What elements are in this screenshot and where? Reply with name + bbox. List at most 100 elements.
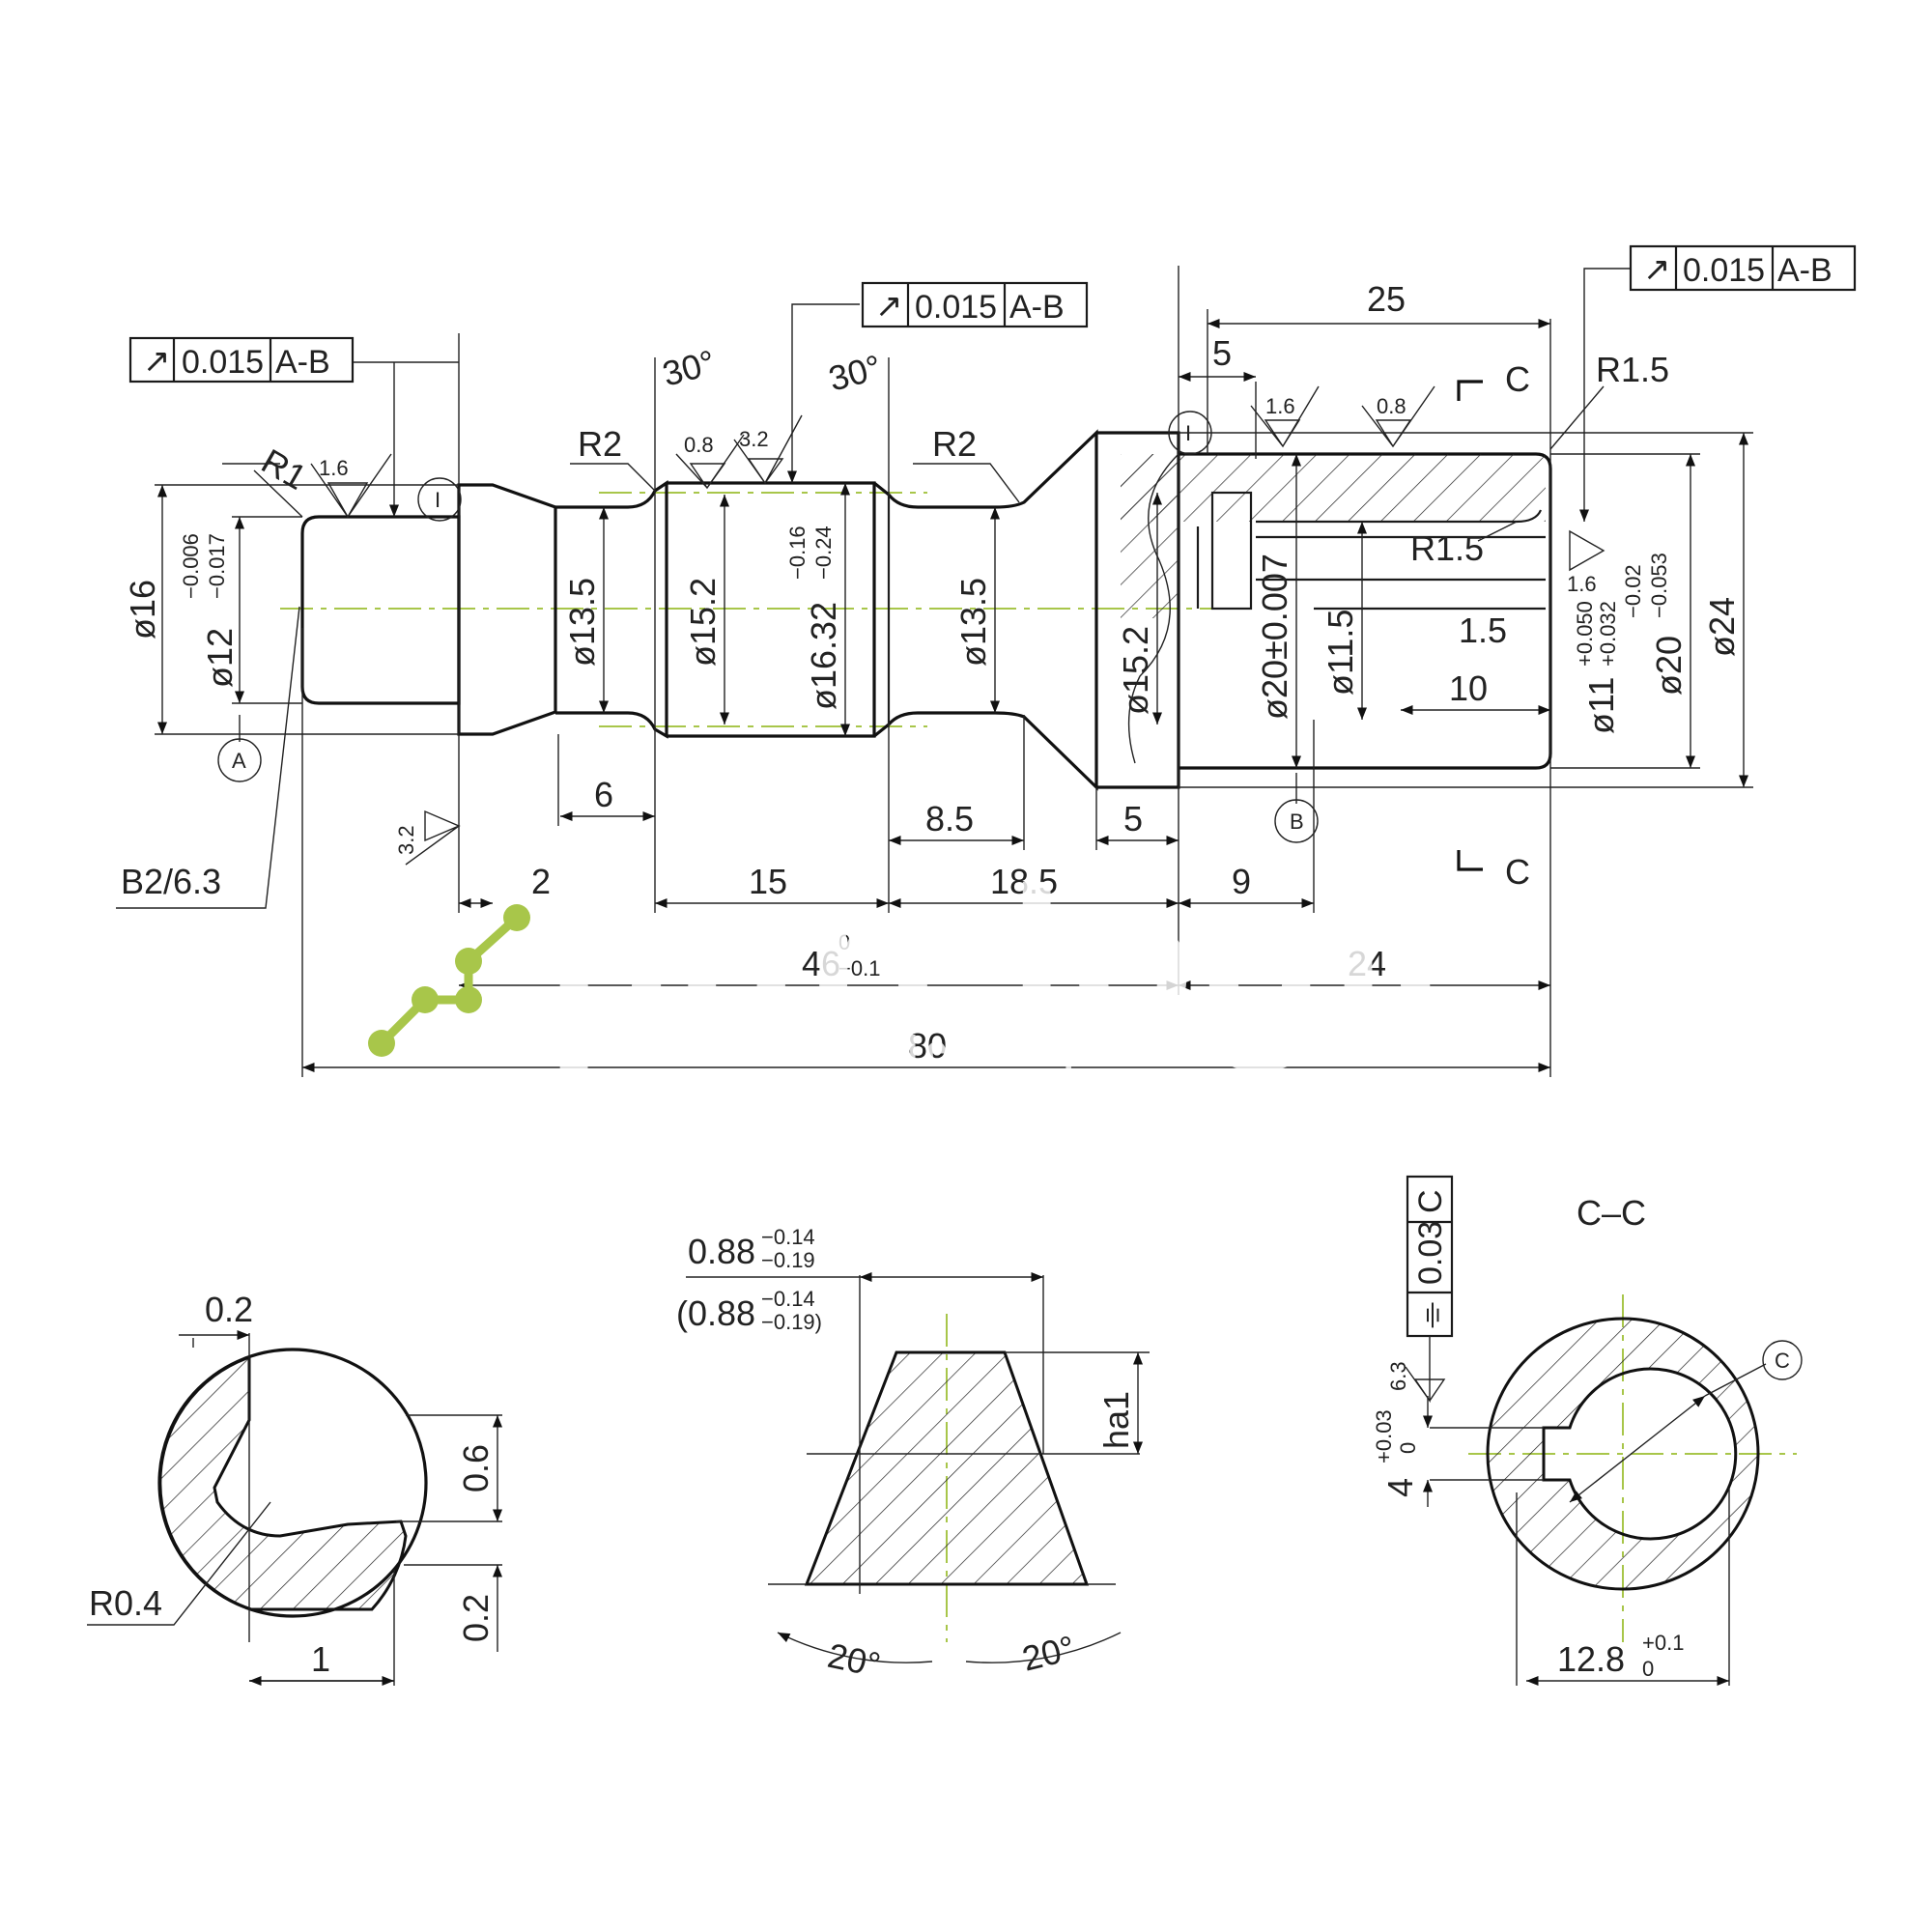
label-l6: 6	[594, 775, 613, 814]
label-d15-2-mid: ø15.2	[683, 578, 723, 667]
section-cc-fcf-datum: C	[1412, 1189, 1449, 1213]
label-l10: 10	[1449, 668, 1488, 708]
detail-mid-width-upper: −0.14	[761, 1225, 815, 1249]
label-detail-i-right: I	[1185, 421, 1191, 445]
datum-a-circle	[217, 738, 262, 782]
label-d12-lower: −0.017	[205, 533, 229, 599]
fcf-mid-symbol: ↗	[875, 288, 903, 325]
label-d15-2-right: ø15.2	[1116, 626, 1155, 715]
hatch-top	[1121, 454, 1546, 522]
label-rough-3-2-face: 3.2	[394, 825, 418, 855]
detail-left-0-6: 0.6	[456, 1444, 496, 1492]
fcf-mid-value: 0.015	[915, 289, 997, 326]
section-c-top-mark	[1457, 380, 1483, 401]
label-l5-bottom: 5	[1123, 799, 1143, 838]
label-r2-right: R2	[932, 424, 977, 464]
purelogic-watermark: purelogic research & development	[368, 845, 1511, 1072]
detail-mid-width-ref-lower: −0.19)	[761, 1310, 822, 1334]
label-r2-left: R2	[578, 424, 622, 464]
section-cc-depth-upper: +0.1	[1642, 1631, 1684, 1655]
section-cc-ext	[1430, 1427, 1730, 1686]
label-l18-5: 18.5	[990, 862, 1058, 901]
label-d16-32: ø16.32	[804, 602, 843, 710]
section-cc-rough: 6.3	[1386, 1361, 1410, 1391]
bore-d11-top	[1256, 509, 1543, 524]
label-chamfer: B2/6.3	[121, 862, 221, 901]
label-d20: ø20	[1649, 636, 1689, 696]
hatch-break	[1121, 454, 1179, 618]
fcf-right-symbol: ↗	[1643, 251, 1671, 288]
label-d20-upper: −0.02	[1621, 564, 1645, 618]
rough-1-6-inner-symbol	[1569, 529, 1605, 572]
label-d11-upper: +0.050	[1573, 601, 1597, 667]
detail-i-left-circle	[417, 477, 462, 522]
label-d13-5-left: ø13.5	[562, 578, 602, 667]
detail-mid-width-lower: −0.19	[761, 1248, 815, 1272]
label-datum-b: B	[1290, 810, 1304, 834]
label-detail-i-left: I	[435, 488, 440, 512]
label-d11: ø11	[1581, 677, 1621, 734]
section-cc-fcf-symbol: ⌯	[1412, 1302, 1449, 1328]
fcf-right: ↗ 0.015 A-B	[1629, 244, 1857, 292]
label-d11-lower: +0.032	[1596, 601, 1620, 667]
section-cc-key-width: 4	[1380, 1478, 1420, 1497]
label-l46-upper: 0	[838, 930, 850, 954]
label-r1-5-inner: R1.5	[1410, 528, 1484, 568]
rough-0-8-right-symbol	[1361, 385, 1435, 448]
r2-right-leader	[913, 463, 1020, 503]
rough-3-2-symbol	[733, 414, 803, 485]
main-dimensions	[116, 266, 1753, 1077]
label-d13-5-right: ø13.5	[953, 578, 993, 667]
band-edge	[873, 481, 890, 497]
groove-right	[887, 429, 1098, 791]
label-rough-0-8-right: 0.8	[1377, 394, 1406, 418]
label-r1: R1	[255, 440, 313, 497]
rough-3-2-face-symbol	[405, 810, 461, 866]
label-d16-32-lower: −0.24	[811, 526, 836, 580]
section-cc-datum-leader	[1704, 1363, 1767, 1397]
key-slot	[1210, 491, 1253, 611]
section-cc-key-upper: +0.03	[1372, 1409, 1396, 1463]
label-d12-upper: −0.006	[179, 533, 203, 599]
label-l24: 24	[1348, 944, 1386, 983]
label-rough-0-8: 0.8	[684, 433, 714, 457]
watermark-brand: purelogic	[546, 845, 1511, 1072]
detail-mid-angle-arcs	[778, 1633, 1122, 1663]
label-rough-3-2: 3.2	[739, 427, 769, 451]
label-d20-tol: ø20±0.007	[1255, 554, 1294, 720]
detail-left-1: 1	[311, 1639, 330, 1679]
datum-b-circle	[1274, 799, 1319, 843]
label-section-c-bottom: C	[1505, 852, 1530, 892]
detail-mid-angle-left: 20°	[824, 1635, 884, 1685]
detail-left-r0-4: R0.4	[89, 1583, 162, 1623]
label-l15: 15	[749, 862, 787, 901]
chamfer-leader	[116, 606, 300, 909]
section-cc-fcf-value: 0.03	[1412, 1221, 1449, 1285]
section-cc-depth: 12.8	[1557, 1639, 1625, 1679]
extension-lines	[301, 266, 1551, 1077]
r1-5-inner-leader	[1477, 521, 1518, 542]
fcf-left-datum: A-B	[275, 344, 330, 381]
detail-mid-ext	[768, 1275, 1150, 1594]
section-cc-title: C–C	[1577, 1193, 1646, 1233]
main-labels: R1 R2 R2 R1.5 R1.5 30° 30° 1.6 0.8 3.2 1…	[121, 342, 1669, 901]
detail-left: 0.2 0.6 0.2 R0.4 1	[87, 1290, 503, 1687]
label-l8-5: 8.5	[925, 799, 974, 838]
section-cc-key-lower: 0	[1396, 1442, 1420, 1454]
length-labels: 6 8.5 5 2 15 18.5 9 46 0 −0.1 24 80 25 5…	[531, 279, 1507, 1065]
label-l5-top: 5	[1212, 333, 1232, 373]
section-cc-datum-c: C	[1775, 1349, 1790, 1373]
rough-1-6-right-symbol	[1250, 385, 1320, 448]
r1-leader	[222, 463, 303, 518]
groove-left	[555, 480, 668, 739]
section-cc-rough-symbol	[1405, 1348, 1446, 1404]
label-angle-right: 30°	[824, 347, 885, 399]
band-d16-32	[667, 481, 876, 738]
label-l2: 2	[531, 862, 551, 901]
detail-mid-angle-right: 20°	[1018, 1628, 1079, 1679]
label-l9: 9	[1232, 862, 1251, 901]
detail-mid: 0.88 −0.14 −0.19 (0.88 −0.14 −0.19) ha1 …	[676, 1225, 1150, 1685]
section-cc-diam-line	[1569, 1395, 1706, 1503]
fcf-right-value: 0.015	[1683, 252, 1765, 289]
